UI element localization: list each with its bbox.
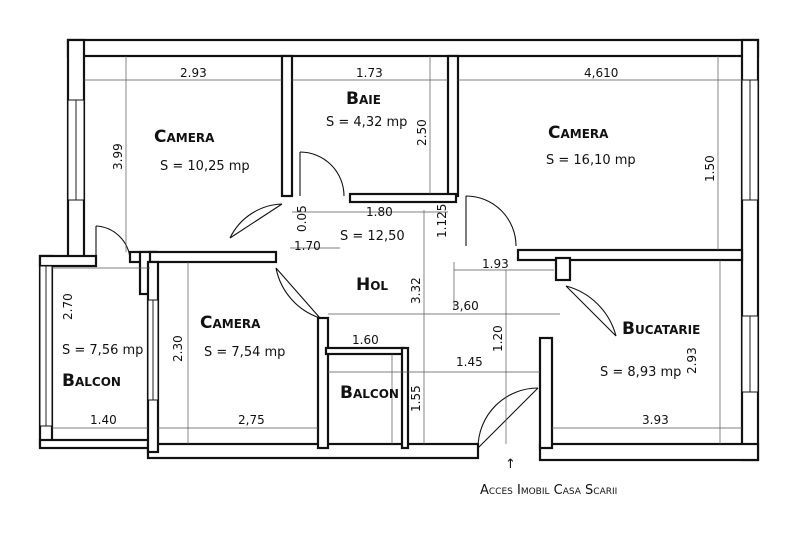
dim-label: 3.99 <box>111 143 125 170</box>
dim-label: 0.05 <box>295 205 309 232</box>
dim-label: 1.73 <box>356 66 383 80</box>
dim-label: 2.30 <box>171 335 185 362</box>
room-name-camera3: Camera <box>548 123 609 143</box>
door-camera1 <box>229 203 283 239</box>
room-name-hol: Hol <box>356 275 388 295</box>
door-entrance <box>477 387 539 449</box>
room-area-camera2: S = 7,54 mp <box>204 345 285 360</box>
dim-label: 3.32 <box>409 277 423 304</box>
dim-label: 2.93 <box>685 347 699 374</box>
room-area-camera1: S = 10,25 mp <box>160 159 250 174</box>
dim-label: 1.125 <box>435 204 449 238</box>
dim-label: 2,75 <box>238 413 265 427</box>
room-name-bucatarie: Bucatarie <box>622 319 700 339</box>
dim-label: 1.45 <box>456 355 483 369</box>
room-area-camera3: S = 16,10 mp <box>546 153 636 168</box>
door-bucatarie <box>565 285 617 337</box>
dim-label: 1.93 <box>482 257 509 271</box>
room-name-balcon2: Balcon <box>340 383 399 403</box>
room-area-hol: S = 12,50 <box>340 229 405 244</box>
room-area-baie: S = 4,32 mp <box>326 115 407 130</box>
dim-label: 2.50 <box>415 119 429 146</box>
dim-label: 3.93 <box>642 413 669 427</box>
dim-label: 1.70 <box>294 239 321 253</box>
dim-label: 3,60 <box>452 299 479 313</box>
room-area-bucatarie: S = 8,93 mp <box>600 365 681 380</box>
doors <box>95 151 617 449</box>
room-labels: Camera S = 10,25 mp Baie S = 4,32 mp Cam… <box>62 89 700 403</box>
dim-label: 1.80 <box>366 205 393 219</box>
room-name-camera2: Camera <box>200 313 261 333</box>
door-camera3 <box>465 195 517 247</box>
dim-label: 1.20 <box>491 325 505 352</box>
access-label: Acces Imobil Casa Scarii <box>480 483 617 498</box>
access-arrow-icon: ↑ <box>505 457 516 472</box>
room-name-balcon1: Balcon <box>62 371 121 391</box>
dim-label: 1.50 <box>703 155 717 182</box>
windows <box>39 79 759 427</box>
dim-label: 2.70 <box>61 293 75 320</box>
dimension-labels: 2.93 3.99 1.73 2.50 4,610 1.50 0.05 1.80… <box>61 66 717 427</box>
dim-label: 1.60 <box>352 333 379 347</box>
door-balcon1 <box>95 225 131 262</box>
room-name-baie: Baie <box>346 89 381 109</box>
dim-label: 4,610 <box>584 66 618 80</box>
room-area-balcon1: S = 7,56 mp <box>62 343 143 358</box>
door-baie <box>299 151 345 197</box>
dim-label: 1.40 <box>90 413 117 427</box>
dim-label: 2.93 <box>180 66 207 80</box>
dimension-lines <box>52 56 742 444</box>
dim-label: 1.55 <box>409 385 423 412</box>
room-name-camera1: Camera <box>154 127 215 147</box>
door-camera2 <box>275 267 321 319</box>
